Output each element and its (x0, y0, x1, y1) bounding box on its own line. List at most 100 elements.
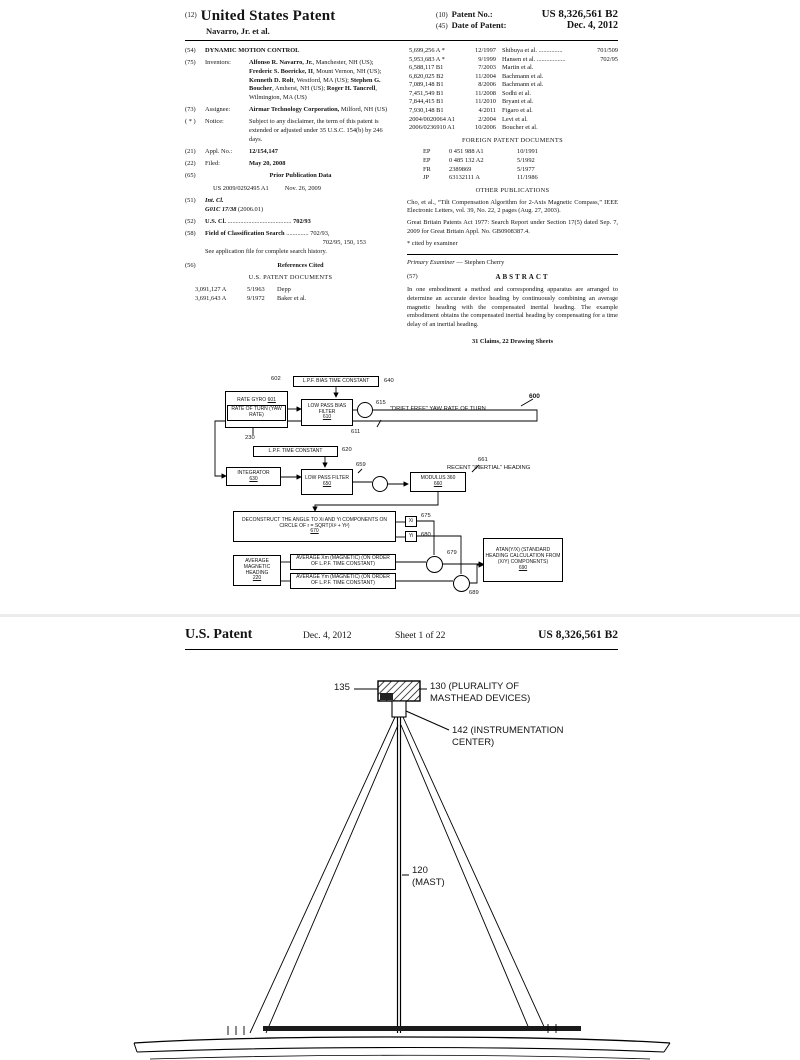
field-notice: ( * ) Notice: Subject to any disclaimer,… (185, 118, 396, 144)
ref-name: Bachmann et al. (502, 81, 544, 89)
drift-free-label: “DRIFT FREE” YAW RATE OF TURN (390, 406, 486, 412)
sailboat-drawing (133, 680, 671, 1060)
ref-name: Levi et al. (502, 115, 528, 123)
ref-689: 689 (469, 590, 479, 596)
ref-660: 660 (433, 481, 443, 487)
ref-class: 702/95 (600, 55, 618, 63)
field-num: (54) (185, 47, 196, 54)
int-cl-class: G01C 17/38 (205, 206, 237, 214)
box-label: L.P.F. BIAS TIME CONSTANT (302, 377, 370, 384)
page-separator (0, 614, 800, 617)
low-pass-bias-filter-box: LOW PASS BIAS FILTER 610 (301, 399, 353, 426)
patent-date-row: (45) Date of Patent: Dec. 4, 2012 (436, 20, 618, 31)
ref-number: 63132111 A (449, 174, 480, 182)
ref-number: 3,691,643 A (195, 294, 227, 302)
examiner-label: Primary Examiner (407, 259, 455, 267)
box-label: Xi (408, 517, 414, 524)
publication-1: Cho, et al., “Tilt Compensation Algorith… (407, 198, 618, 215)
search-block: Field of Classification Search .........… (205, 230, 396, 256)
ref-number: 2389869 (449, 165, 472, 173)
left-column: (54) DYNAMIC MOTION CONTROL (75) Invento… (185, 47, 396, 369)
field-num: (22) (185, 160, 196, 168)
box-label: AVERAGE Ym (MAGNETIC) (ON ORDER OF L.P.F… (296, 574, 390, 586)
field-label: Notice: (205, 118, 224, 126)
ref-date: 11/2004 (475, 72, 496, 80)
header-left: (12) United States Patent Navarro, Jr. e… (185, 8, 336, 36)
box-label: Yi (408, 532, 414, 539)
ref-date: 2/2004 (478, 115, 496, 123)
box-label: DECONSTRUCT THE ANGLE TO Xi AND Yi COMPO… (242, 516, 387, 529)
average-ym-box: AVERAGE Ym (MAGNETIC) (ON ORDER OF L.P.F… (290, 573, 396, 589)
ref-date: 4/2011 (478, 107, 496, 115)
ref-615: 615 (376, 400, 386, 406)
lpf-time-constant-box: L.P.F. TIME CONSTANT (253, 446, 338, 457)
y-component-box: Yi (405, 531, 417, 542)
ref-650: 650 (322, 481, 332, 487)
field-54: (54) DYNAMIC MOTION CONTROL (185, 47, 396, 56)
ref-number: 2006/0236910 A1 (409, 124, 455, 132)
field-num: (52) (185, 218, 196, 226)
prior-pub-heading: Prior Publication Data (269, 172, 332, 180)
box-label: INTEGRATOR (237, 469, 270, 476)
lpf-bias-time-constant-box: L.P.F. BIAS TIME CONSTANT (293, 376, 379, 387)
ref-date: 11/2008 (475, 89, 496, 97)
ref-220: 220 (252, 575, 262, 582)
rate-of-turn-box: RATE OF TURN (YAW RATE) (227, 405, 286, 421)
ref-135-label: 135 (334, 682, 350, 693)
patent-no-value: US 8,326,561 B2 (541, 8, 618, 20)
ref-name: Depp (277, 285, 291, 293)
ref-date: 5/1977 (517, 165, 535, 173)
search-label: Field of Classification Search (205, 230, 285, 238)
ref-name: Sodhi et al. (502, 89, 531, 97)
abstract-heading-row: (57) ABSTRACT (407, 273, 618, 283)
country-code: JP (423, 174, 430, 182)
claims-line: 31 Claims, 22 Drawing Sheets (471, 337, 554, 345)
ref-name: Shibuya et al. ............... (502, 47, 563, 54)
field-label: Appl. No.: (205, 148, 233, 156)
ref-date: 9/1999 (478, 55, 496, 63)
field-52-us-cl: (52) U.S. Cl. ..........................… (185, 218, 396, 227)
box-label: MODULUS 360 (420, 475, 456, 482)
us-cl-label: U.S. Cl. (205, 218, 226, 226)
ref-number: 5,699,256 A * (409, 47, 445, 54)
int-cl-label: Int. Cl. (205, 197, 224, 205)
ref-date: 11/2010 (475, 98, 496, 106)
field-num: (21) (185, 148, 196, 156)
us-cl-value: 702/93 (293, 218, 311, 226)
field-56-references: (56) References Cited (185, 262, 396, 271)
field-num: ( * ) (185, 118, 196, 126)
us-cl-line: U.S. Cl. ...............................… (205, 218, 396, 227)
ref-679: 679 (447, 550, 457, 556)
ref-number: 5,953,683 A * (409, 55, 445, 63)
search-value-1: 702/93, (310, 230, 330, 238)
field-73-assignee: (73) Assignee: Airmar Technology Corpora… (185, 106, 396, 115)
dot-leader: .............. (284, 230, 311, 238)
ref-number: 2004/0020064 A1 (409, 115, 455, 123)
ref-name: Boucher et al. (502, 124, 538, 132)
references-heading: References Cited (277, 261, 324, 269)
box-label: LOW PASS FILTER (305, 475, 349, 482)
notice-text: Subject to any disclaimer, the term of t… (249, 118, 383, 143)
ref-name: Figaro et al. (502, 107, 533, 115)
field-num: (73) (185, 106, 196, 114)
atan-box: ATAN(Y/X) (STANDARD HEADING CALCULATION … (483, 538, 563, 582)
average-xm-box: AVERAGE Xm (MAGNETIC) (ON ORDER OF L.P.F… (290, 554, 396, 570)
sheet-patent-number: US 8,326,561 B2 (538, 629, 618, 641)
summing-junction-2 (372, 476, 388, 492)
ref-600: 600 (529, 393, 540, 400)
front-page-columns: (54) DYNAMIC MOTION CONTROL (75) Invento… (185, 47, 618, 369)
int-cl-block: Int. Cl. G01C 17/38 (2006.01) (205, 197, 396, 214)
code-10: (10) (436, 11, 448, 19)
sheet-header: U.S. Patent Dec. 4, 2012 Sheet 1 of 22 U… (185, 627, 618, 650)
rate-gyro-box: RATE GYRO 601 RATE OF TURN (YAW RATE) (225, 391, 288, 428)
ref-670: 670 (310, 528, 319, 535)
ref-640: 640 (384, 378, 394, 384)
sheet-header-title: U.S. Patent (185, 627, 253, 642)
